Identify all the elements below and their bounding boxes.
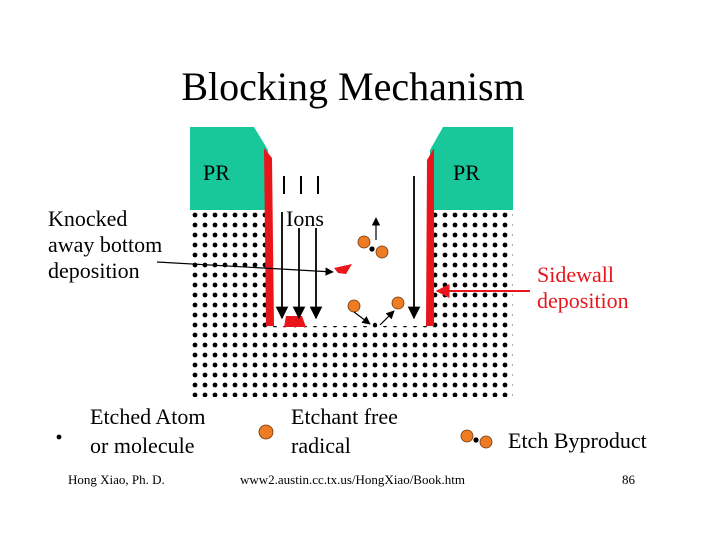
bottom-deposition [284,316,306,327]
etchant-legend-icon [258,424,274,440]
byproduct-rising [357,217,389,259]
photoresist-right [430,127,513,210]
ion-arrows [275,176,421,320]
etchant-radical-icon [391,296,405,310]
byproduct-legend-icon [460,429,493,449]
radical-path-arrow [353,311,371,325]
etched-atom-legend-icon [56,434,62,440]
footer-url: www2.austin.cc.tx.us/HongXiao/Book.htm [240,472,465,487]
legend-byproduct: Etch Byproduct [508,428,647,453]
etched-atom-dot [372,322,378,328]
pr-right-label: PR [453,160,480,185]
slide-title: Blocking Mechanism [181,64,524,109]
footer-page-number: 86 [622,472,636,487]
pr-left-label: PR [203,160,230,185]
footer-author: Hong Xiao, Ph. D. [68,472,165,487]
ion-ticks [283,176,319,194]
byproduct-icon [357,235,371,249]
sidewall-deposition-left [264,148,274,326]
photoresist-left [190,127,268,210]
ions-label: Ions [286,206,324,231]
knocked-deposition-fragment [334,264,352,274]
legend-etchant: Etchant free radical [291,404,403,458]
knocked-label: Knocked away bottom deposition [48,206,168,283]
knocked-pointer-arrow [156,261,334,276]
radical-path-arrow [379,310,395,326]
sidewall-deposition-right [426,148,434,326]
etchant-radical-icon [347,299,361,313]
sidewall-label: Sidewall deposition [537,262,629,313]
legend-etched-atom: Etched Atom or molecule [90,404,211,458]
